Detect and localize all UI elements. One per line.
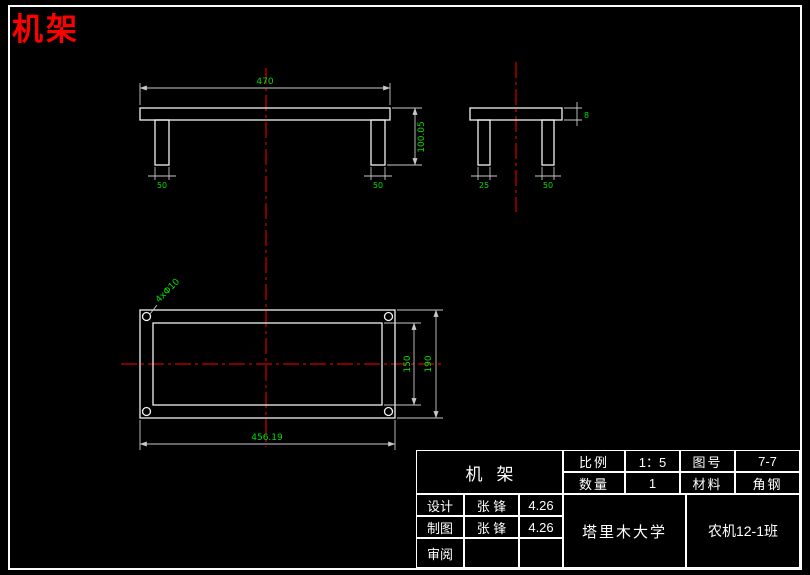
dim-side-thickness: 8 — [584, 111, 589, 120]
tb-material-label: 材料 — [680, 472, 735, 494]
dim-top-width: 456.19 — [251, 433, 283, 443]
tb-university: 塔里木大学 — [563, 494, 686, 568]
tb-part-name: 机架 — [416, 450, 563, 494]
hole-top-left — [141, 311, 152, 322]
side-right-leg — [541, 119, 555, 166]
dim-front-width: 470 — [256, 77, 273, 87]
top-outer-rect — [139, 309, 396, 419]
dim-front-height: 100.05 — [417, 121, 427, 153]
centerlines — [121, 62, 517, 447]
dimension-lines — [139, 83, 582, 450]
holes-note: 4xΦ10 — [154, 277, 182, 305]
drawing-title: 机架 — [12, 12, 80, 47]
side-view — [469, 107, 563, 166]
top-view — [139, 309, 396, 419]
drawing-border — [8, 5, 802, 570]
tb-draft-date: 4.26 — [519, 516, 563, 538]
tb-scale-value: 1：5 — [625, 450, 680, 472]
dim-front-right-leg: 50 — [373, 181, 383, 190]
tb-quantity-value: 1 — [625, 472, 680, 494]
tb-material-value: 角钢 — [735, 472, 800, 494]
hole-bottom-right — [383, 406, 394, 417]
tb-draft-name: 张 锋 — [464, 516, 519, 538]
tb-review-name-empty — [464, 538, 519, 568]
top-inner-rect — [152, 322, 383, 406]
tb-review-date-empty — [519, 538, 563, 568]
tb-review-label: 审阅 — [416, 538, 464, 568]
dim-top-overall-height: 190 — [424, 355, 434, 372]
hole-bottom-left — [141, 406, 152, 417]
dim-top-inner-height: 150 — [403, 355, 413, 372]
tb-scale-label: 比例 — [563, 450, 625, 472]
dim-front-left-leg: 50 — [157, 181, 167, 190]
dim-side-right-leg: 50 — [543, 181, 553, 190]
tb-drawing-no-value: 7-7 — [735, 450, 800, 472]
front-left-leg — [154, 119, 170, 166]
tb-design-date: 4.26 — [519, 494, 563, 516]
leader-line — [149, 304, 158, 315]
tb-drawing-no-label: 图号 — [680, 450, 735, 472]
dim-side-left-leg: 25 — [479, 181, 489, 190]
tb-design-name: 张 锋 — [464, 494, 519, 516]
tb-draft-label: 制图 — [416, 516, 464, 538]
side-top-rail — [469, 107, 563, 121]
front-view — [139, 107, 391, 166]
tb-quantity-label: 数量 — [563, 472, 625, 494]
tb-class: 农机12-1班 — [686, 494, 800, 568]
front-right-leg — [370, 119, 386, 166]
tb-design-label: 设计 — [416, 494, 464, 516]
front-top-rail — [139, 107, 391, 121]
side-left-leg — [477, 119, 491, 166]
title-block: 机架 比例 1：5 图号 7-7 数量 1 材料 角钢 设计 张 锋 4.26 … — [416, 450, 800, 568]
hole-top-right — [383, 311, 394, 322]
